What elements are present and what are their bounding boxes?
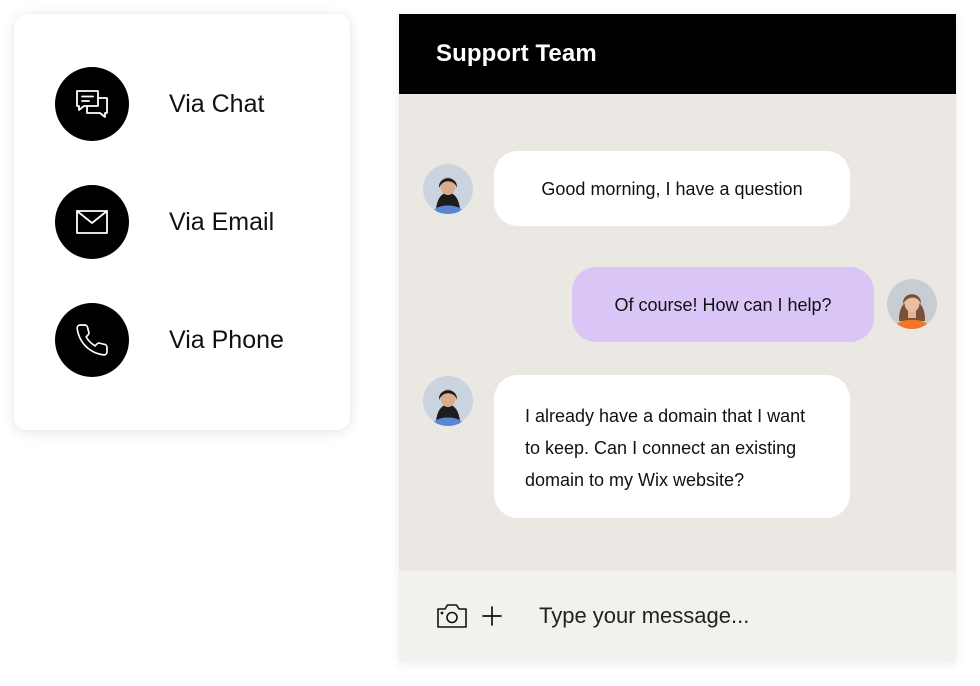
via-phone-label: Via Phone xyxy=(169,325,284,354)
contact-options-card: Via Chat Via Email Via Phone xyxy=(14,14,350,430)
message-input-bar xyxy=(399,571,956,662)
chat-icon xyxy=(55,67,129,141)
customer-avatar xyxy=(423,376,473,426)
email-icon xyxy=(55,185,129,259)
chat-window: Support Team Good morning, I have a ques… xyxy=(399,14,956,662)
message-input[interactable] xyxy=(539,595,929,637)
via-phone-option[interactable]: Via Phone xyxy=(55,303,284,377)
phone-icon xyxy=(55,303,129,377)
message-text: Good morning, I have a question xyxy=(541,178,803,199)
via-chat-option[interactable]: Via Chat xyxy=(55,67,264,141)
via-email-option[interactable]: Via Email xyxy=(55,185,274,259)
chat-header: Support Team xyxy=(399,14,956,94)
chat-title: Support Team xyxy=(436,40,597,67)
plus-button[interactable] xyxy=(481,600,503,632)
message-bubble-customer: I already have a domain that I want to k… xyxy=(494,375,850,518)
camera-button[interactable] xyxy=(435,600,469,632)
plus-icon xyxy=(482,606,502,626)
camera-icon xyxy=(437,604,467,628)
message-bubble-agent: Of course! How can I help? xyxy=(572,267,874,342)
via-chat-label: Via Chat xyxy=(169,89,265,118)
agent-avatar xyxy=(887,279,937,329)
message-bubble-customer: Good morning, I have a question xyxy=(494,151,850,226)
message-text: Of course! How can I help? xyxy=(614,294,832,315)
message-text: I already have a domain that I want to k… xyxy=(525,406,806,490)
customer-avatar xyxy=(423,164,473,214)
via-email-label: Via Email xyxy=(169,207,275,236)
